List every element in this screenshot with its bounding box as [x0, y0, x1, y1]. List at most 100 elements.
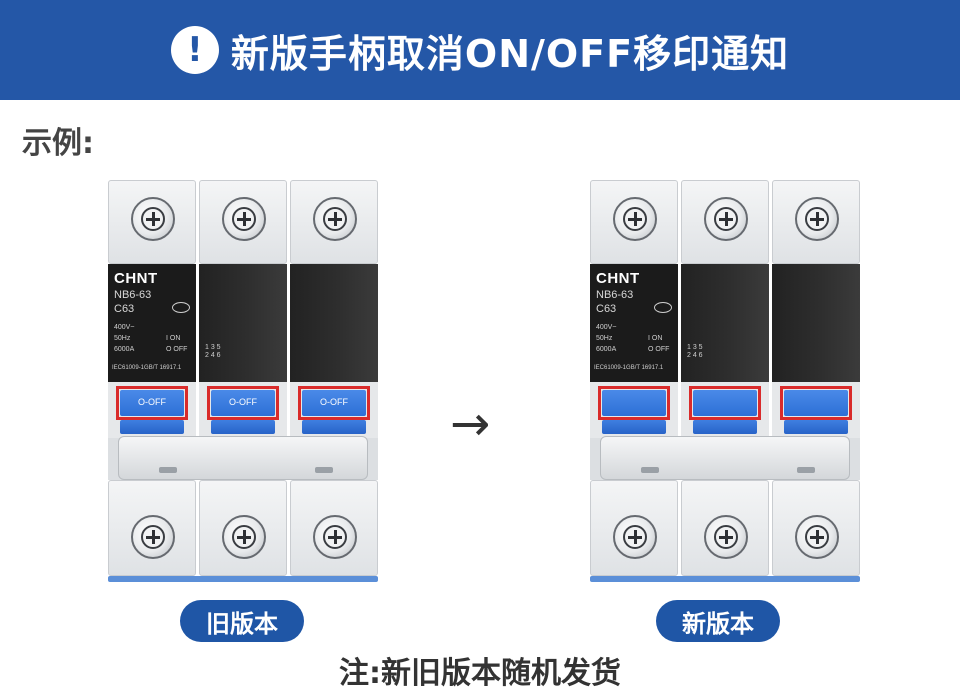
screw-icon	[313, 515, 357, 559]
model-text: NB6-63	[114, 289, 152, 301]
toggle-lever-lower	[302, 420, 366, 434]
brand-logo: CHNT	[114, 270, 158, 287]
toggle-label: O-OFF	[229, 397, 257, 407]
on-indicator-text: I ON	[648, 335, 663, 342]
screw-icon	[704, 197, 748, 241]
din-rail-clip	[590, 576, 860, 582]
model-text: NB6-63	[596, 289, 634, 301]
toggle-lever[interactable]: O-OFF	[302, 390, 366, 416]
highlight-box	[207, 386, 279, 420]
toggle-lever[interactable]: O-OFF	[211, 390, 275, 416]
breaker-pole: CHNT NB6-63 C63 400V~ 50Hz 6000A I ON O …	[590, 180, 678, 582]
terminal-marks-top: 1 3 5	[687, 344, 703, 351]
breaker-pole	[772, 180, 860, 582]
highlight-box	[689, 386, 761, 420]
terminal-bottom	[199, 480, 287, 576]
toggle-lever-lower	[602, 420, 666, 434]
terminal-top	[772, 180, 860, 264]
on-indicator-text: I ON	[166, 335, 181, 342]
toggle-area: O-OFF	[290, 382, 378, 438]
handle-bar[interactable]	[118, 436, 368, 480]
terminal-bottom	[681, 480, 769, 576]
handle-slot	[797, 467, 815, 473]
screw-icon	[131, 515, 175, 559]
screw-icon	[131, 197, 175, 241]
terminal-bottom	[590, 480, 678, 576]
toggle-label: O-OFF	[138, 397, 166, 407]
terminal-marks-bottom: 2 4 6	[205, 351, 221, 359]
breaker-label-panel	[290, 264, 378, 382]
rating-text: C63	[114, 303, 135, 315]
toggle-lever-lower	[120, 420, 184, 434]
page-title: 新版手柄取消ON/OFF移印通知	[230, 31, 790, 76]
terminal-marks-top: 1 3 5	[205, 344, 221, 351]
spec-breaking: 6000A	[114, 346, 135, 353]
handle-bar[interactable]	[600, 436, 850, 480]
toggle-area: O-OFF	[108, 382, 196, 438]
terminal-bottom	[108, 480, 196, 576]
handle-slot	[315, 467, 333, 473]
terminal-top	[290, 180, 378, 264]
breaker-pole: CHNT NB6-63 C63 400V~ 50Hz 6000A I ON O …	[108, 180, 196, 582]
toggle-area	[590, 382, 678, 438]
handle-slot	[159, 467, 177, 473]
breaker-pole: O-OFF	[290, 180, 378, 582]
screw-icon	[795, 515, 839, 559]
toggle-lever[interactable]	[602, 390, 666, 416]
standard-text: IEC61009-1GB/T 16917.1	[594, 365, 664, 371]
exclamation-glyph: !	[187, 30, 203, 70]
screw-icon	[313, 197, 357, 241]
spec-frequency: 50Hz	[596, 335, 613, 342]
toggle-lever-lower	[211, 420, 275, 434]
breaker-label-panel: CHNT NB6-63 C63 400V~ 50Hz 6000A I ON O …	[590, 264, 678, 382]
screw-icon	[704, 515, 748, 559]
brand-logo: CHNT	[596, 270, 640, 287]
screw-icon	[222, 197, 266, 241]
terminal-top	[108, 180, 196, 264]
toggle-lever[interactable]	[693, 390, 757, 416]
shipping-note: 注:新旧版本随机发货	[339, 656, 621, 691]
spec-frequency: 50Hz	[114, 335, 131, 342]
highlight-box	[598, 386, 670, 420]
screw-icon	[795, 197, 839, 241]
spec-voltage: 400V~	[114, 324, 135, 331]
new-version-badge: 新版本	[656, 600, 780, 642]
example-label: 示例:	[22, 126, 94, 161]
terminal-marks: 1 3 5 2 4 6	[687, 344, 703, 359]
screw-icon	[613, 515, 657, 559]
toggle-label: O-OFF	[320, 397, 348, 407]
toggle-area: O-OFF	[199, 382, 287, 438]
ccc-mark-icon	[172, 302, 190, 313]
breaker-label-panel	[772, 264, 860, 382]
terminal-marks-bottom: 2 4 6	[687, 351, 703, 359]
toggle-area	[772, 382, 860, 438]
breaker-pole: 1 3 5 2 4 6 O-OFF	[199, 180, 287, 582]
terminal-top	[199, 180, 287, 264]
spec-voltage: 400V~	[596, 324, 617, 331]
arrow-right-icon: →	[450, 396, 491, 452]
breaker-pole: 1 3 5 2 4 6	[681, 180, 769, 582]
breaker-body: CHNT NB6-63 C63 400V~ 50Hz 6000A I ON O …	[108, 264, 196, 480]
terminal-bottom	[772, 480, 860, 576]
standard-text: IEC61009-1GB/T 16917.1	[112, 365, 182, 371]
exclamation-icon: !	[170, 26, 219, 74]
toggle-lever[interactable]: O-OFF	[120, 390, 184, 416]
rating-text: C63	[596, 303, 617, 315]
breaker-label-panel: 1 3 5 2 4 6	[199, 264, 287, 382]
din-rail-clip	[108, 576, 378, 582]
off-indicator-text: O OFF	[648, 346, 670, 353]
toggle-lever-lower	[693, 420, 757, 434]
toggle-area	[681, 382, 769, 438]
terminal-marks: 1 3 5 2 4 6	[205, 344, 221, 359]
toggle-lever-lower	[784, 420, 848, 434]
terminal-top	[590, 180, 678, 264]
breaker-label-panel: 1 3 5 2 4 6	[681, 264, 769, 382]
screw-icon	[613, 197, 657, 241]
screw-icon	[222, 515, 266, 559]
highlight-box	[780, 386, 852, 420]
spec-breaking: 6000A	[596, 346, 617, 353]
toggle-lever[interactable]	[784, 390, 848, 416]
breaker-label-panel: CHNT NB6-63 C63 400V~ 50Hz 6000A I ON O …	[108, 264, 196, 382]
breaker-new-version: CHNT NB6-63 C63 400V~ 50Hz 6000A I ON O …	[590, 180, 860, 582]
ccc-mark-icon	[654, 302, 672, 313]
